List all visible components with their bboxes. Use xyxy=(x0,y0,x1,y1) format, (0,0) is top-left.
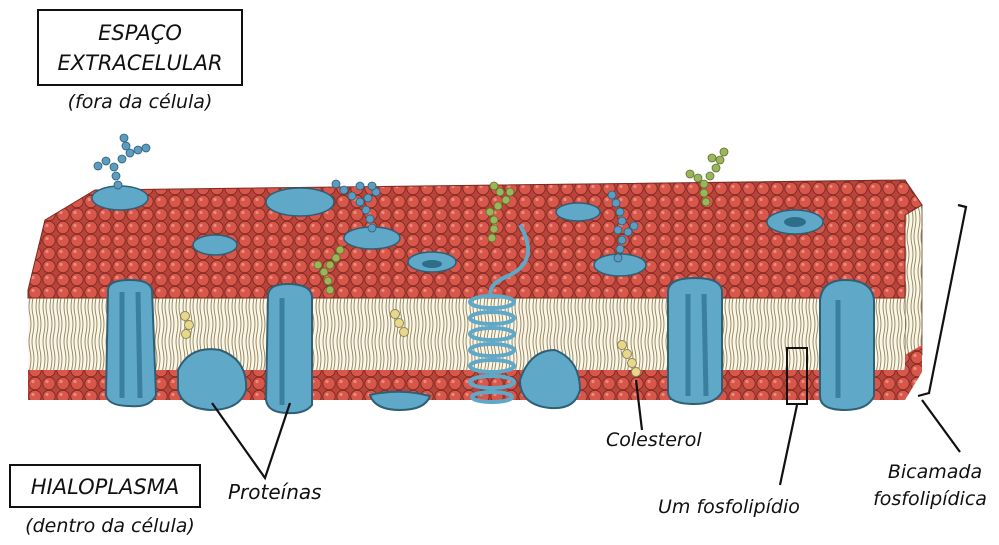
membrane-bottom-heads xyxy=(28,370,905,400)
phospholipid-leader xyxy=(780,405,797,485)
bilayer-label-line2: fosfolipídica xyxy=(873,488,987,510)
channel-protein xyxy=(106,280,156,406)
cholesterol-unit xyxy=(185,321,194,330)
surface-protein xyxy=(266,188,334,216)
membrane-tail-region xyxy=(28,290,905,370)
surface-protein-pore xyxy=(784,217,806,227)
channel-protein xyxy=(820,280,874,410)
cholesterol-unit xyxy=(181,312,190,321)
membrane-top-surface xyxy=(28,180,922,298)
cholesterol-unit xyxy=(182,330,191,339)
bilayer-label-line1: Bicamada xyxy=(888,461,982,483)
hyaloplasm-label: HIALOPLASMA (dentro da célula) xyxy=(10,465,200,537)
hyaloplasm-title: HIALOPLASMA xyxy=(31,475,179,499)
channel-protein xyxy=(266,284,312,413)
extracellular-line1: ESPAÇO xyxy=(98,21,182,45)
bilayer-bracket xyxy=(918,205,966,396)
membrane xyxy=(28,134,922,413)
peripheral-protein xyxy=(178,349,246,410)
extracellular-line2: EXTRACELULAR xyxy=(57,51,222,75)
extracellular-label: ESPAÇO EXTRACELULAR (fora da célula) xyxy=(38,10,242,113)
proteins-label: Proteínas xyxy=(228,480,322,504)
bilayer-leader xyxy=(922,400,960,452)
peripheral-protein xyxy=(370,392,430,410)
surface-protein-pore xyxy=(422,260,442,268)
hyaloplasm-sub: (dentro da célula) xyxy=(25,515,195,537)
surface-protein xyxy=(556,203,600,221)
phospholipid-label: Um fosfolipídio xyxy=(658,496,800,518)
cholesterol-unit xyxy=(395,319,404,328)
proteins-leader xyxy=(212,403,290,478)
cholesterol-unit xyxy=(623,350,632,359)
surface-protein xyxy=(92,186,148,210)
cholesterol-unit xyxy=(391,310,400,319)
cholesterol-label: Colesterol xyxy=(606,429,702,451)
membrane-side-wall xyxy=(905,205,922,365)
cholesterol-unit xyxy=(632,368,641,377)
cholesterol-unit xyxy=(400,328,409,337)
cholesterol-unit xyxy=(618,341,627,350)
channel-protein xyxy=(668,278,722,404)
extracellular-sub: (fora da célula) xyxy=(68,91,213,113)
cholesterol-unit xyxy=(628,359,637,368)
surface-protein xyxy=(193,235,237,255)
